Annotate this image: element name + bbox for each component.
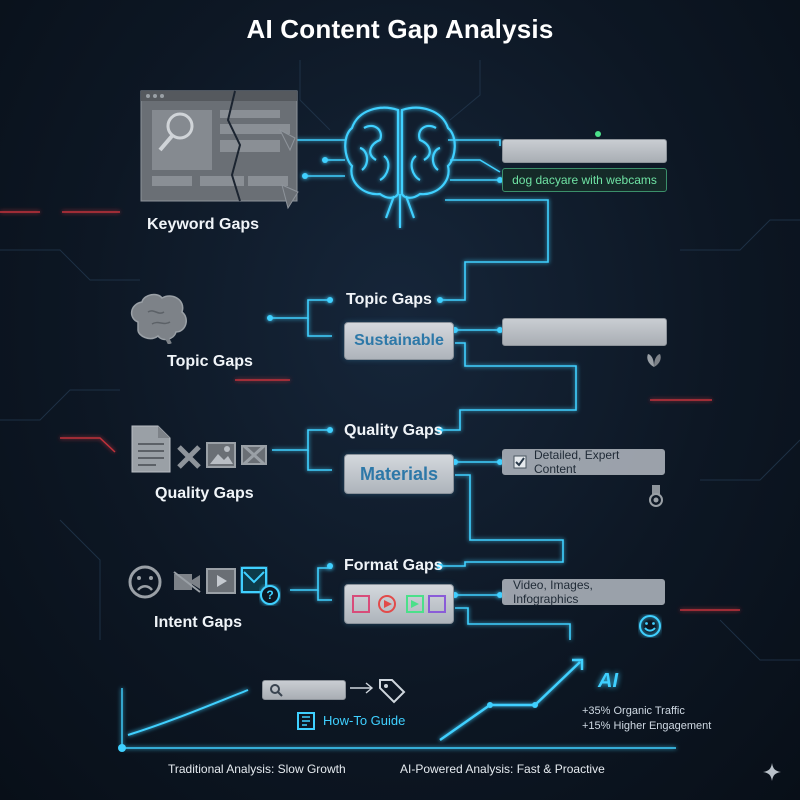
format-chip: Video, Images, Infographics <box>502 578 665 606</box>
ai-stat-engagement: +15% Higher Engagement <box>582 720 712 732</box>
label-quality-gaps: Quality Gaps <box>155 485 254 502</box>
crossed-box-icon <box>240 442 268 468</box>
flow-label-quality-gaps: Quality Gaps <box>344 422 443 439</box>
flow-label-topic-gaps: Topic Gaps <box>346 291 432 308</box>
tag-icon <box>376 676 406 704</box>
flow-label-format-gaps: Format Gaps <box>344 557 443 574</box>
smiley-icon <box>638 614 662 638</box>
sparkle-icon <box>762 762 782 782</box>
keyword-input-bar <box>502 139 667 163</box>
guide-book-icon <box>296 711 316 731</box>
label-keyword-gaps: Keyword Gaps <box>147 216 260 233</box>
topic-pill-sustainable: Sustainable <box>344 322 454 360</box>
sad-face-icon <box>128 565 162 599</box>
caption-ai-powered: AI-Powered Analysis: Fast & Proactive <box>400 762 605 776</box>
how-to-guide-label: How-To Guide <box>323 713 406 728</box>
video-player-icon <box>206 568 236 594</box>
format-media-pill <box>344 584 454 624</box>
browser-window-icon <box>140 90 299 210</box>
document-icon <box>130 424 172 474</box>
ai-logo: AI <box>598 670 618 692</box>
image-icon <box>206 442 236 468</box>
topic-input-bar <box>502 318 667 346</box>
keyword-suggestion-chip: dog dacyare with webcams <box>502 168 667 192</box>
label-intent-gaps: Intent Gaps <box>154 614 243 631</box>
question-icon: ? <box>259 584 281 606</box>
brain-gray-icon <box>128 292 190 345</box>
close-x-icon <box>176 444 202 470</box>
quality-chip: Detailed, Expert Content <box>502 448 665 476</box>
search-bar <box>262 680 346 700</box>
medal-icon <box>648 484 664 508</box>
leaf-icon <box>645 352 663 368</box>
quality-pill-materials: Materials <box>344 454 454 494</box>
media-icons-strip <box>352 595 446 613</box>
label-topic-gaps: Topic Gaps <box>167 353 253 370</box>
checkbox-icon <box>513 455 527 469</box>
ai-stat-traffic: +35% Organic Traffic <box>582 705 685 717</box>
quality-chip-text: Detailed, Expert Content <box>534 448 620 476</box>
search-icon <box>269 683 283 702</box>
cyan-image-icon <box>240 566 268 594</box>
page-title: AI Content Gap Analysis <box>246 14 554 44</box>
caption-traditional: Traditional Analysis: Slow Growth <box>168 762 346 776</box>
svg-text:?: ? <box>266 588 273 602</box>
ai-brain-icon <box>340 100 460 230</box>
video-off-icon <box>172 570 202 594</box>
